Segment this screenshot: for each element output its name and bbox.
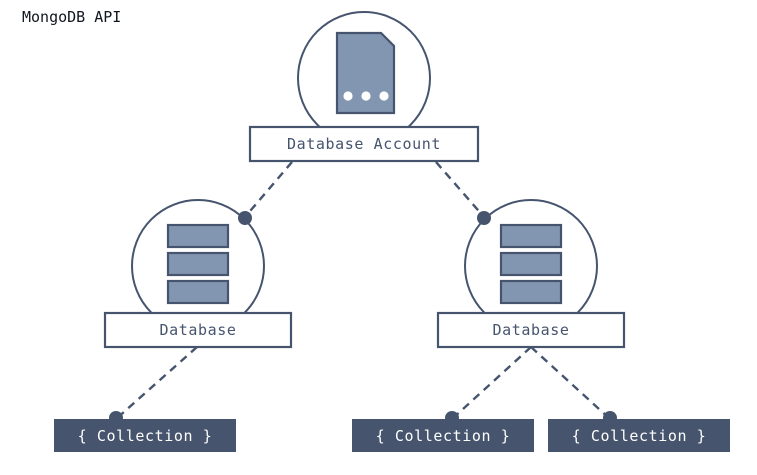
connector-account-to-database-right xyxy=(435,161,485,218)
connector-account-to-database-left xyxy=(244,161,293,218)
node-database-account[interactable]: Database Account xyxy=(248,11,480,163)
database-stack-icon-right xyxy=(499,223,563,305)
document-icon-dots xyxy=(343,91,389,101)
node-database-left[interactable]: Database xyxy=(103,199,293,349)
collection-2-label-text: { Collection } xyxy=(376,427,511,445)
collection-2-box[interactable] xyxy=(352,419,534,452)
account-label-box[interactable] xyxy=(248,125,480,163)
database-left-connector-dot xyxy=(238,211,252,225)
database-right-connector-dot xyxy=(477,211,491,225)
page-title: MongoDB API xyxy=(22,8,122,26)
connector-database-right-to-collection-3 xyxy=(530,346,611,420)
database-right-label-box[interactable] xyxy=(436,311,626,349)
collection-1-box[interactable] xyxy=(54,419,236,452)
database-stack-icon-left xyxy=(166,223,230,305)
account-label-text: Database Account xyxy=(287,135,441,153)
connector-database-right-to-collection-2 xyxy=(451,346,532,420)
database-left-label-box[interactable] xyxy=(103,311,293,349)
node-database-right[interactable]: Database xyxy=(436,199,626,349)
document-icon xyxy=(335,31,396,115)
node-collection-1[interactable]: { Collection } xyxy=(54,411,236,452)
collection-3-label-text: { Collection } xyxy=(572,427,707,445)
database-left-label-text: Database xyxy=(159,321,236,339)
node-collection-3[interactable]: { Collection } xyxy=(548,411,730,452)
database-right-label-text: Database xyxy=(492,321,569,339)
connector-group xyxy=(115,161,611,420)
connector-database-left-to-collection-1 xyxy=(115,346,198,420)
collection-3-box[interactable] xyxy=(548,419,730,452)
collection-1-label-text: { Collection } xyxy=(78,427,213,445)
node-collection-2[interactable]: { Collection } xyxy=(352,411,534,452)
